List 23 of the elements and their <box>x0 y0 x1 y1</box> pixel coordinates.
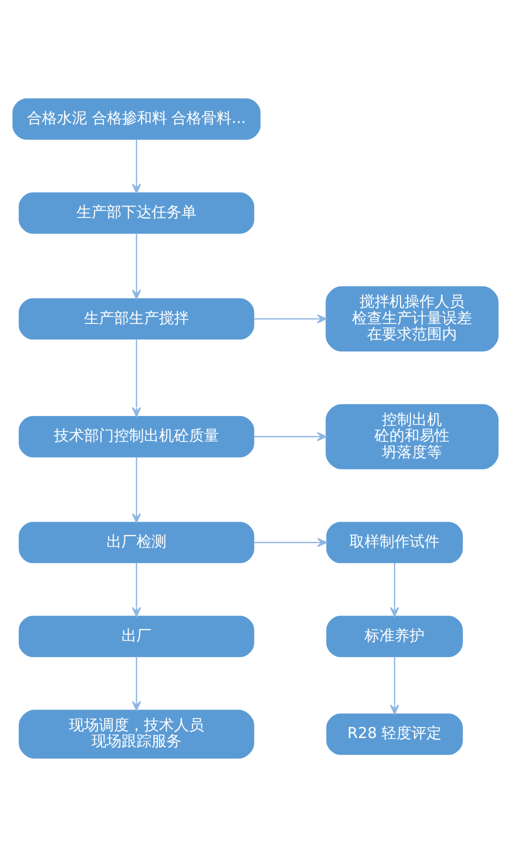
arrow <box>132 233 142 300</box>
node-box: 技术部门控制出机砼质量 <box>18 416 254 458</box>
arrow <box>132 456 142 524</box>
node-box: 控制出机砼的和易性坍落度等 <box>326 404 499 470</box>
node-box: 生产部下达任务单 <box>18 192 254 234</box>
arrow <box>132 339 142 417</box>
arrow <box>254 432 327 442</box>
arrow <box>390 656 400 714</box>
node-box: R28 轻度评定 <box>326 714 463 755</box>
node-box: 标准养护 <box>326 616 463 658</box>
arrow <box>390 562 400 617</box>
arrow <box>254 538 328 548</box>
node-box: 搅拌机操作人员检查生产计量误差在要求范围内 <box>326 286 499 352</box>
node-box: 出厂 <box>18 616 254 658</box>
node-box: 出厂检测 <box>18 522 254 564</box>
node-box: 合格水泥 合格掺和料 合格骨料... <box>12 98 261 140</box>
node-box: 取样制作试件 <box>326 522 463 564</box>
arrow <box>132 656 142 711</box>
arrow <box>254 314 327 324</box>
node-box: 生产部生产搅拌 <box>18 298 254 340</box>
node-box: 现场调度，技术人员现场跟踪服务 <box>18 710 254 759</box>
arrow <box>132 139 142 194</box>
arrow <box>132 562 142 617</box>
